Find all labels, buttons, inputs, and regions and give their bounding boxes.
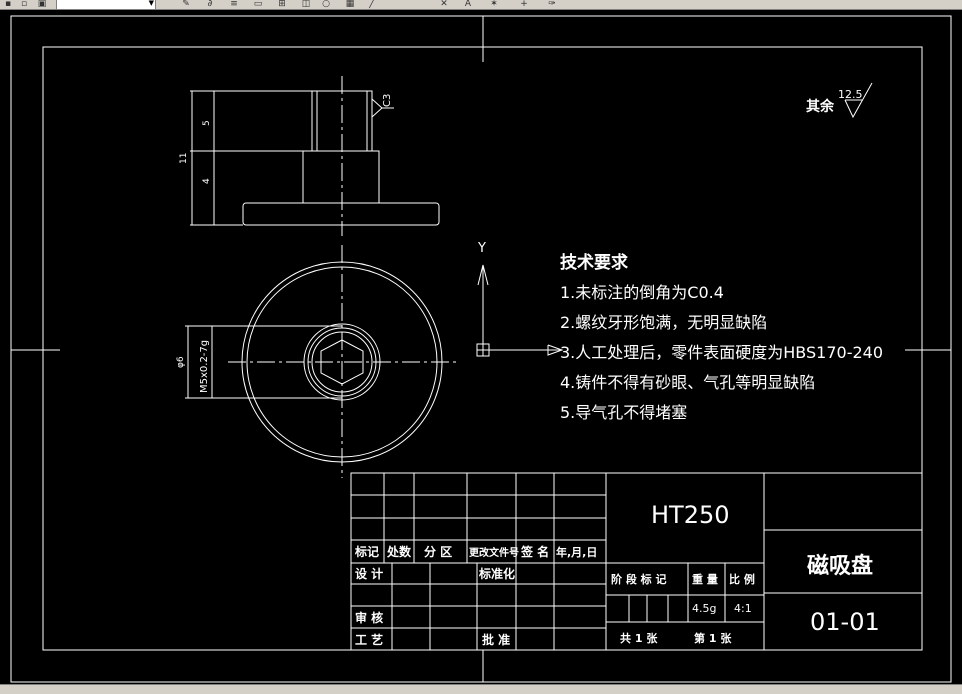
- copy-icon[interactable]: ▭: [253, 0, 263, 9]
- chamfer-leader: [371, 98, 383, 118]
- status-bar: [0, 684, 962, 694]
- plus-icon[interactable]: +: [520, 0, 528, 9]
- window-icon[interactable]: ▫: [20, 0, 28, 9]
- label-review: 审 核: [355, 610, 383, 625]
- dim-diameter: φ6: [176, 356, 186, 368]
- label-change-doc: 更改文件号: [469, 546, 519, 559]
- tech-requirements: 技术要求 1.未标注的倒角为C0.4 2.螺纹牙形饱满，无明显缺陷 3.人工处理…: [560, 252, 883, 422]
- part-name: 磁吸盘: [807, 553, 873, 579]
- dim-lower-height: 4: [202, 178, 212, 184]
- dim-upper-height: 5: [202, 120, 212, 126]
- shoulder: [302, 150, 380, 204]
- label-count: 处数: [386, 544, 412, 559]
- layer-select[interactable]: ▼: [56, 0, 156, 9]
- tech-item: 1.未标注的倒角为C0.4: [560, 283, 724, 302]
- ucs-y-label: Y: [477, 241, 486, 256]
- ucs-x-arrow: [547, 344, 564, 356]
- scale-value: 4:1: [734, 602, 752, 615]
- label-weight: 重 量: [692, 572, 718, 586]
- roughness-symbol: [844, 82, 873, 119]
- title-block: 标记 处数 分 区 更改文件号 签 名 年,月,日 设 计 标准化 审 核 工 …: [350, 472, 923, 651]
- label-total-sheets: 共 1 张: [620, 631, 658, 645]
- dim-thread: M5x0.2-7g: [199, 340, 210, 393]
- label-scale: 比 例: [729, 572, 755, 586]
- ucs-icon: Y: [476, 241, 564, 357]
- cross-icon[interactable]: ✕: [440, 0, 448, 9]
- line-icon[interactable]: ╱: [369, 0, 375, 9]
- chamfer-label: C3: [382, 94, 393, 107]
- menu-icon[interactable]: ▪: [4, 0, 12, 9]
- layer-icon[interactable]: ≡: [230, 0, 238, 9]
- pencil-icon[interactable]: ✎: [182, 0, 190, 9]
- layer-state-icon[interactable]: ▣: [37, 0, 47, 9]
- front-view: 5 4 11 C3: [179, 76, 440, 236]
- weight-value: 4.5g: [692, 602, 716, 615]
- drawing-canvas[interactable]: 5 4 11 C3 φ6 M5x0.2-7g 其余 12.5: [0, 9, 962, 684]
- rotate-icon[interactable]: ○: [322, 0, 330, 9]
- base-disk: [242, 202, 440, 226]
- label-zone: 分 区: [424, 544, 452, 559]
- toolbar: ▪ ▫ ▣ ▼ ✎ ∂ ≡ ▭ ⊞ ◫ ○ ▦ ╱ ✕ A ✶ + ✑: [0, 0, 962, 10]
- label-standardize: 标准化: [478, 566, 515, 581]
- tech-title: 技术要求: [560, 252, 628, 273]
- properties-icon[interactable]: ◫: [301, 0, 311, 9]
- label-mark: 标记: [354, 544, 379, 559]
- tech-item: 4.铸件不得有砂眼、气孔等明显缺陷: [560, 373, 815, 392]
- title-block-border: [350, 472, 923, 651]
- tech-item: 5.导气孔不得堵塞: [560, 403, 687, 422]
- label-stage-mark: 阶 段 标 记: [611, 572, 667, 586]
- label-process: 工 艺: [355, 632, 383, 647]
- paint-icon[interactable]: ✑: [548, 0, 556, 9]
- move-icon[interactable]: ⊞: [278, 0, 286, 9]
- outer-frame: [10, 15, 952, 683]
- drawing-number: 01-01: [810, 608, 880, 636]
- top-view: φ6 M5x0.2-7g: [176, 245, 458, 478]
- label-sheet-no: 第 1 张: [694, 631, 732, 645]
- tech-item: 3.人工处理后，零件表面硬度为HBS170-240: [560, 343, 883, 362]
- chevron-down-icon: ▼: [148, 0, 154, 7]
- label-approve: 批 准: [482, 632, 510, 647]
- dim-total-height: 11: [179, 153, 189, 164]
- label-date: 年,月,日: [556, 545, 597, 559]
- star-icon[interactable]: ✶: [490, 0, 498, 9]
- surface-finish-value: 12.5: [838, 88, 863, 101]
- surface-finish: 其余 12.5: [806, 82, 873, 119]
- label-signature: 签 名: [520, 544, 549, 559]
- text-icon[interactable]: A: [464, 0, 472, 9]
- tech-item: 2.螺纹牙形饱满，无明显缺陷: [560, 313, 767, 332]
- surface-finish-label: 其余: [806, 98, 835, 115]
- label-design: 设 计: [355, 566, 383, 581]
- link-icon[interactable]: ∂: [207, 0, 213, 9]
- material: HT250: [651, 501, 730, 529]
- match-icon[interactable]: ▦: [345, 0, 355, 9]
- ucs-y-arrow: [477, 264, 489, 286]
